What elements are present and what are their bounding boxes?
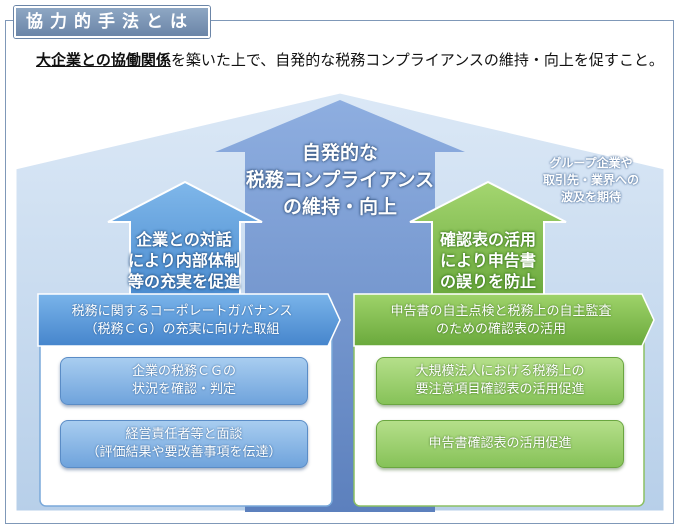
right-banner-line: のための確認表の活用 [435,322,566,337]
left-arrow-label: 企業との対話 により内部体制 等の充実を促進 [104,229,264,292]
right-banner [353,293,655,347]
intro-emphasis: 大企業との協働関係 [36,51,171,69]
center-line: 自発的な [301,142,378,164]
left-arrow-line: により内部体制 [128,251,240,270]
right-box-return-check: 申告書確認表の活用促進 [376,420,624,468]
right-banner-line: 申告書の自主点検と税務上の自主監査 [390,304,612,319]
left-box-interview: 経営責任者等と面談 （評価結果や要改善事項を伝達） [60,420,308,468]
intro-rest: を築いた上で、自発的な税務コンプライアンスの維持・向上を促すこと。 [170,51,664,69]
section-title: 協力的手法とは [14,6,210,38]
side-note: グループ企業や 取引先・業界への 波及を期待 [527,155,655,206]
left-arrow-line: 企業との対話 [136,230,232,249]
box-line: 企業の税務ＣＧの [131,364,236,379]
intro-text: 大企業との協働関係を築いた上で、自発的な税務コンプライアンスの維持・向上を促すこ… [14,50,666,71]
right-arrow-line: により申告書 [440,251,536,270]
left-banner-line: （税務ＣＧ）の充実に向けた取組 [84,322,280,337]
side-note-line: 取引先・業界への [542,173,639,187]
center-arrow-label: 自発的な 税務コンプライアンス の維持・向上 [208,140,472,221]
left-banner-label: 税務に関するコーポレートガバナンス （税務ＣＧ）の充実に向けた取組 [44,303,320,339]
right-banner-label: 申告書の自主点検と税務上の自主監査 のための確認表の活用 [362,303,640,339]
box-line: 申告書確認表の活用促進 [428,436,572,451]
right-arrow-line: 確認表の活用 [439,230,536,249]
right-arrow-line: の誤りを防止 [439,272,536,291]
box-line: 大規模法人における税務上の [415,364,585,379]
box-line: 経営責任者等と面談 [125,427,243,442]
box-line: （評価結果や要改善事項を伝達） [86,445,282,460]
left-banner [37,293,341,347]
right-arrow-label: 確認表の活用 により申告書 の誤りを防止 [408,229,568,292]
side-note-line: 波及を期待 [560,190,621,204]
left-banner-line: 税務に関するコーポレートガバナンス [71,304,293,319]
left-box-cg-check: 企業の税務ＣＧの 状況を確認・判定 [60,357,308,405]
right-box-checklist: 大規模法人における税務上の 要注意項目確認表の活用促進 [376,357,624,405]
center-line: 税務コンプライアンス [245,169,435,191]
box-line: 状況を確認・判定 [131,382,236,397]
side-note-line: グループ企業や [549,156,633,170]
center-line: の維持・向上 [282,196,397,218]
left-arrow-line: 等の充実を促進 [127,272,240,291]
box-line: 要注意項目確認表の活用促進 [415,382,585,397]
